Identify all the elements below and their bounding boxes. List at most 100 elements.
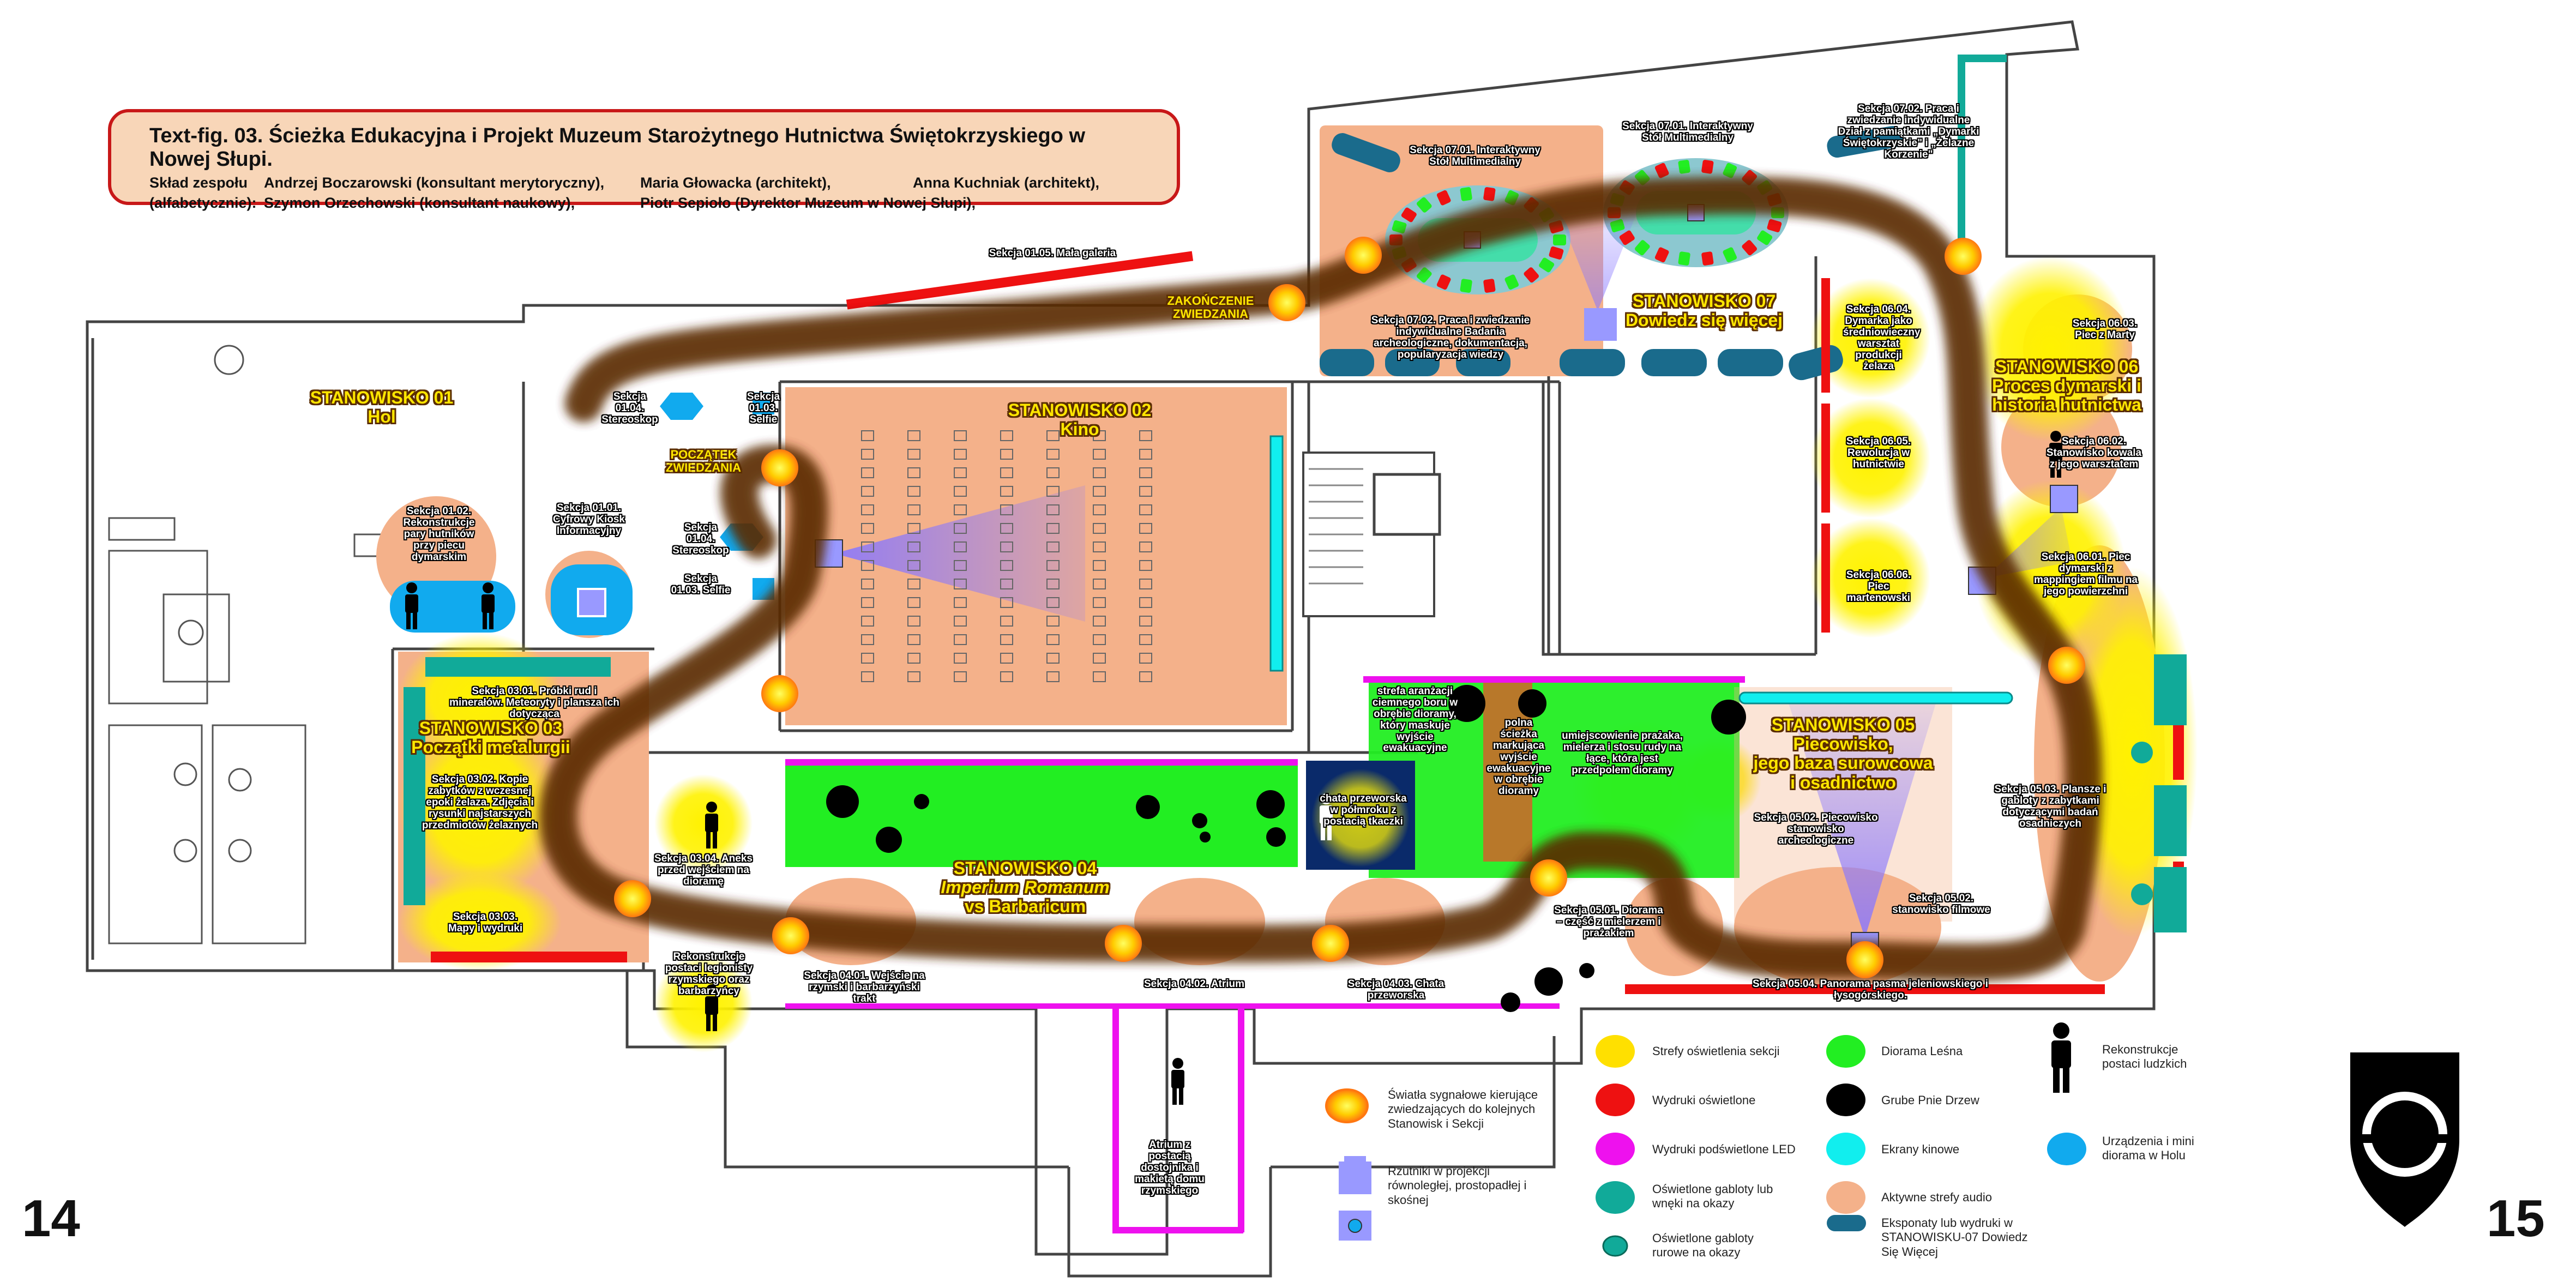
tree-trunk (876, 827, 902, 853)
cinema-seat (907, 467, 920, 478)
team-member: Szymon Orzechowski (konsultant naukowy), (264, 195, 575, 211)
chair (1678, 160, 1690, 174)
cinema-seat (1046, 579, 1060, 589)
section-label: Sekcja 05.01. Diorama – część z mielerze… (1554, 905, 1663, 939)
section-label: Sekcja 01.05. Mała galeria (989, 248, 1116, 259)
cinema-seat (1139, 579, 1152, 589)
team-member: Maria Głowacka (architekt), (640, 174, 831, 191)
cinema-seat (954, 560, 967, 571)
section-label: Sekcja 03.02. Kopie zabytków z wczesnej … (422, 774, 538, 831)
section-label: chata przeworska w półmroku z postacią t… (1320, 793, 1407, 827)
cinema-seat (1139, 653, 1152, 664)
chair (1549, 246, 1564, 260)
section-label: Sekcja 05.02. Piecowisko stanowisko arch… (1754, 812, 1878, 846)
tree-trunk (1579, 963, 1594, 978)
cinema-seat (1139, 616, 1152, 627)
cinema-seat (1000, 486, 1013, 497)
cinema-seat (907, 430, 920, 441)
cinema-seat (861, 504, 874, 515)
cinema-seat (1000, 671, 1013, 682)
signal-light (1345, 237, 1382, 274)
cinema-seat (1093, 504, 1106, 515)
chair (1553, 234, 1566, 245)
cinema-seat (861, 653, 874, 664)
cinema-seat (1139, 541, 1152, 552)
cinema-seat (954, 467, 967, 478)
tree-trunk (1518, 689, 1546, 718)
legend-print-lit: Wydruki oświetlone (1652, 1093, 1756, 1107)
section-label: Sekcja 01.02. Rekonstrukcje pary hutnikó… (403, 505, 475, 563)
section-label: Sekcja 07.02. Praca i zwiedzanie indywid… (1838, 103, 1979, 160)
cinema-seat (1000, 634, 1013, 645)
signal-light (1268, 284, 1305, 321)
cinema-seats (861, 430, 1152, 682)
signal-light (2048, 647, 2085, 684)
chair (1401, 207, 1417, 222)
section-label: Sekcja 01.03. Selfie (671, 573, 731, 596)
cinema-seat (1046, 634, 1060, 645)
cinema-screens (1269, 435, 2013, 705)
section-label: Sekcja 06.03. Piec z Marty (2072, 318, 2138, 341)
cinema-seat (954, 504, 967, 515)
diorama-04 (785, 759, 1415, 870)
section-label: Sekcja 03.03. Mapy i wydruki (448, 911, 523, 934)
chair (1416, 197, 1432, 213)
chair (1654, 247, 1669, 263)
chair (1460, 187, 1472, 201)
section-label: Rekonstrukcje postaci legionisty rzymski… (665, 951, 753, 997)
section-label: Sekcja 01.01. Cyfrowy Kiosk Informacyjny (553, 502, 625, 537)
section-label: umiejscowienie prażaka, mielerza i stosu… (1562, 730, 1683, 776)
human-figure (1320, 793, 1333, 840)
section-label: Sekcja 05.02. stanowisko filmowe (1892, 893, 1990, 916)
cinema-seat (1093, 467, 1106, 478)
cinema-seat (1093, 671, 1106, 682)
signal-light (1846, 941, 1883, 978)
cinema-seat (907, 504, 920, 515)
signal-light (761, 449, 798, 486)
cinema-projection (834, 485, 1085, 622)
human-figure (1171, 1058, 1184, 1105)
page-number-left: 14 (22, 1189, 80, 1248)
cinema-seat (1046, 486, 1060, 497)
human-figure (482, 582, 495, 629)
legend-exh07: Eksponaty lub wydruki w STANOWISKU-07 Do… (1881, 1216, 2028, 1259)
section-label: Sekcja 06.06. Piec martenowski (1846, 569, 1911, 604)
team-row-2: (alfabetycznie): Szymon Orzechowski (kon… (149, 195, 1139, 212)
section-label: Sekcja 07.01. Interaktywny Stół Multimed… (1410, 145, 1540, 167)
cinema-seat (1093, 597, 1106, 608)
signal-lights (614, 237, 2085, 978)
cinema-seat (954, 671, 967, 682)
cinema-seat (1000, 597, 1013, 608)
cinema-seat (1093, 579, 1106, 589)
team-member: Anna Kuchniak (architekt), (913, 174, 1100, 191)
cinema-seat (1093, 560, 1106, 571)
tree-trunk (1448, 685, 1485, 722)
cinema-seat (1139, 634, 1152, 645)
cinema-seat (1000, 560, 1013, 571)
section-label: Sekcja 04.02. Atrium (1143, 978, 1245, 990)
cinema-seat (1046, 671, 1060, 682)
section-label: Sekcja 05.03. Plansze i gabloty z zabytk… (1994, 784, 2106, 829)
cinema-seat (907, 486, 920, 497)
team-label: (alfabetycznie): (149, 195, 257, 211)
cinema-seat (1139, 467, 1152, 478)
cinema-seat (861, 597, 874, 608)
cinema-seat (1046, 430, 1060, 441)
legend-humans: Rekonstrukcje postaci ludzkich (2102, 1043, 2187, 1071)
cinema-seat (861, 541, 874, 552)
cinema-seat (1139, 449, 1152, 460)
chair (1723, 247, 1737, 263)
cinema-seat (1093, 523, 1106, 534)
cinema-seat (1139, 504, 1152, 515)
cinema-seat (954, 653, 967, 664)
signal-light (1312, 925, 1349, 962)
lit-prints (431, 251, 2184, 994)
cinema-seat (1000, 616, 1013, 627)
legend-signal: Światła sygnałowe kierujące zwiedzającyc… (1388, 1088, 1538, 1130)
cinema-seat (954, 541, 967, 552)
